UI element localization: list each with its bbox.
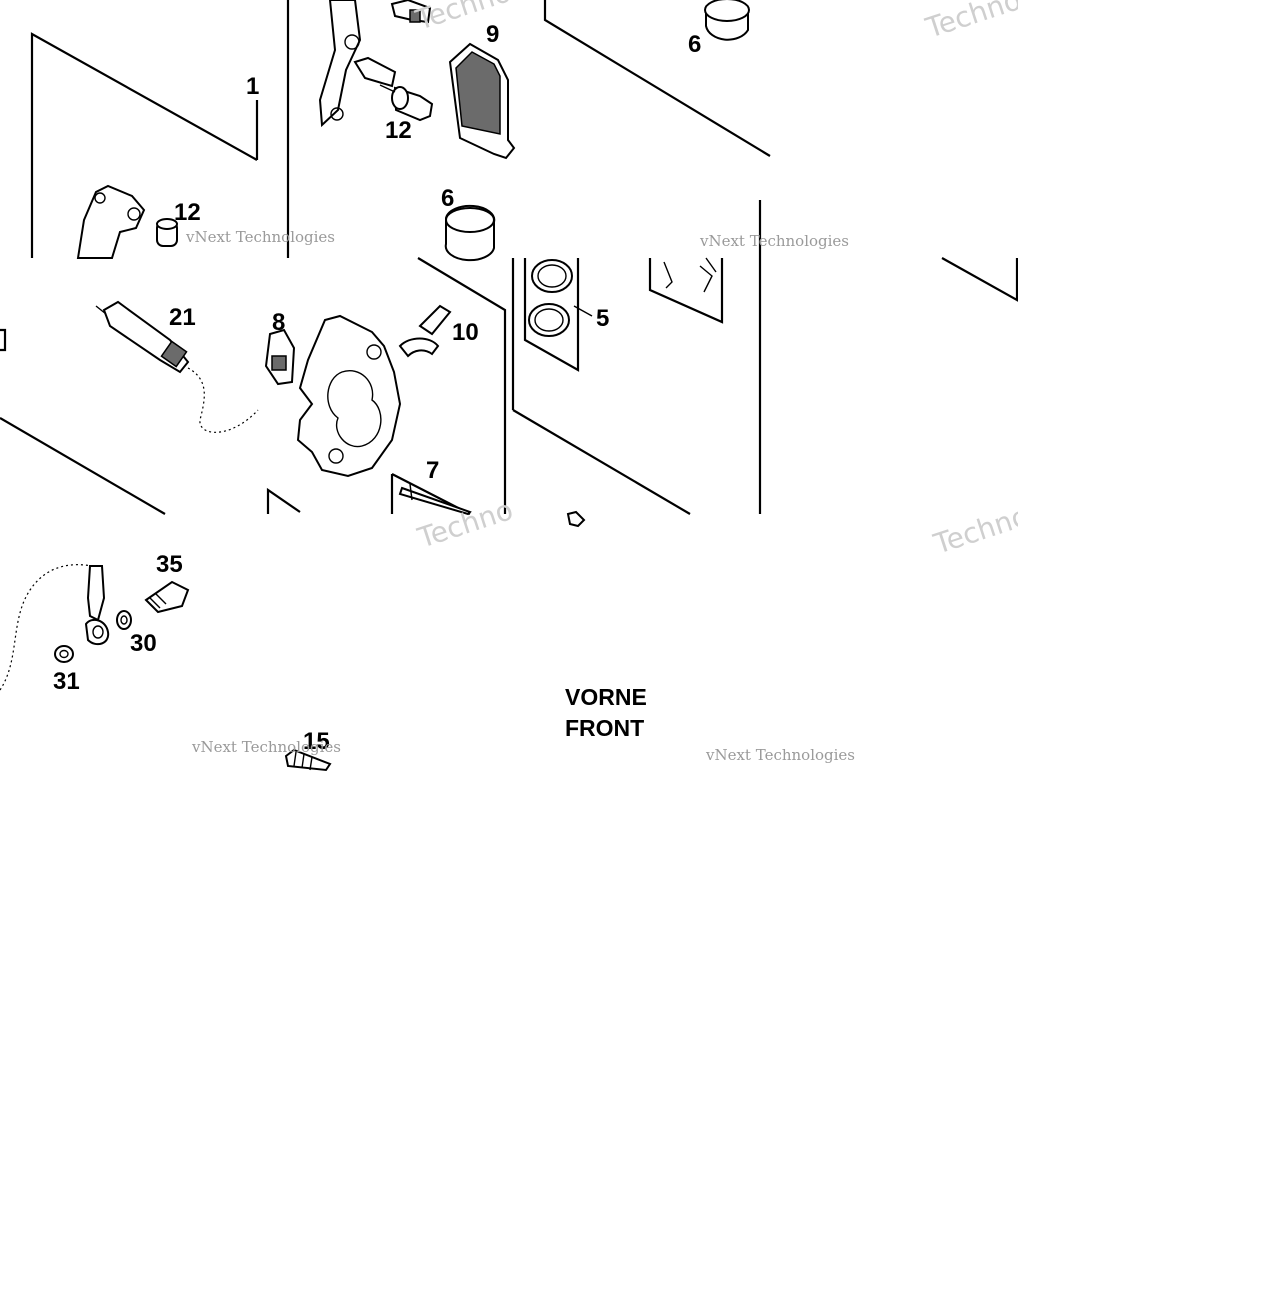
guide-pin xyxy=(398,483,472,516)
small-parts-kit-frame xyxy=(648,257,724,324)
piston-seals-frame xyxy=(523,258,593,372)
part-label: 8 xyxy=(272,309,285,336)
small-screw xyxy=(566,510,586,528)
panel-middle-right xyxy=(511,258,762,515)
watermark-brand: vNext Technologies xyxy=(699,232,849,250)
bushing-left xyxy=(156,218,178,247)
part-label: 31 xyxy=(53,668,80,695)
washer-right xyxy=(116,610,132,630)
washer-left xyxy=(54,645,74,663)
watermark-short: Techno xyxy=(929,499,1033,561)
part-label: 15 xyxy=(303,728,330,755)
piston-top xyxy=(704,0,750,41)
brake-pad xyxy=(448,42,516,160)
part-label: 6 xyxy=(441,185,454,212)
watermark-brand: vNext Technologies xyxy=(705,746,855,764)
part-label: 5 xyxy=(596,305,609,332)
watermark-brand: vNext Technologies xyxy=(185,228,335,246)
part-number-labels: 1 9 6 12 12 6 21 8 10 5 7 35 30 31 15 xyxy=(53,21,701,755)
part-label: 6 xyxy=(688,31,701,58)
panel-top-left xyxy=(30,32,259,258)
watermark-short: Techno xyxy=(411,0,515,37)
mounting-bolt xyxy=(284,748,332,772)
orientation-label: VORNE FRONT xyxy=(565,684,647,741)
watermark-brand: vNext Technologies xyxy=(191,738,341,756)
blank-region xyxy=(0,771,1285,1285)
part-label: 35 xyxy=(156,551,183,578)
part-label: 10 xyxy=(452,319,479,346)
brake-hose-fitting xyxy=(95,300,259,433)
caliper-body xyxy=(296,314,402,478)
panel-middle-left xyxy=(0,328,166,515)
watermark-short: Techno xyxy=(921,0,1025,45)
pin-bolt-upper xyxy=(379,84,434,122)
pad-spring-clip xyxy=(264,328,296,386)
pad-spring-small xyxy=(390,0,432,24)
part-label: 9 xyxy=(486,21,499,48)
banjo-fitting-assembly xyxy=(0,564,110,691)
panel-top-right-edge xyxy=(758,200,1019,302)
panel-top-middle xyxy=(286,0,771,258)
blank-region-right xyxy=(1018,0,1285,771)
orientation-label-german: VORNE xyxy=(565,684,647,710)
bleeder-valve xyxy=(398,304,452,358)
part-label: 21 xyxy=(169,304,196,331)
part-label: 12 xyxy=(385,117,412,144)
part-label: 12 xyxy=(174,199,201,226)
orientation-label-english: FRONT xyxy=(565,715,644,741)
part-label: 30 xyxy=(130,630,157,657)
caliper-bracket-left xyxy=(76,184,146,259)
part-label: 7 xyxy=(426,457,439,484)
banjo-bolt xyxy=(144,580,190,614)
brake-lever-bracket xyxy=(318,0,397,128)
piston-middle xyxy=(444,204,496,262)
part-label: 1 xyxy=(246,73,259,100)
